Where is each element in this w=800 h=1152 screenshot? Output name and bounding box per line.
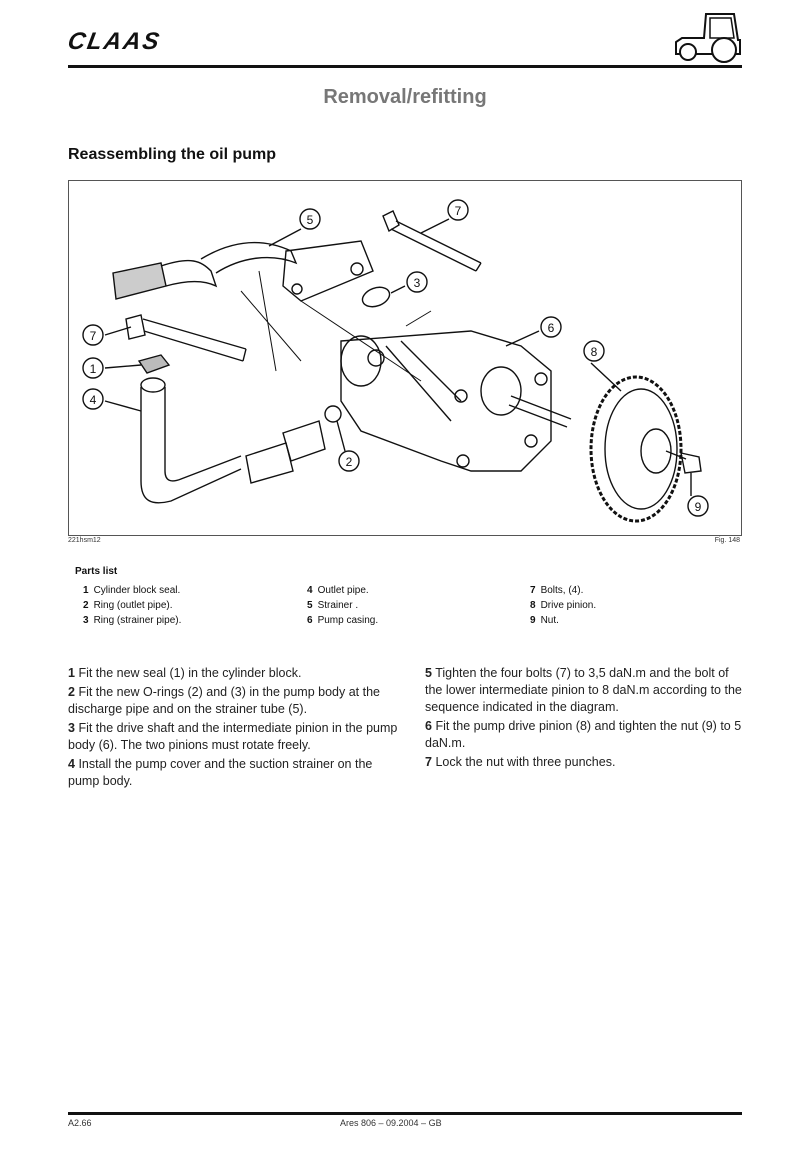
callout-label: 8 bbox=[591, 345, 598, 359]
step: 1 Fit the new seal (1) in the cylinder b… bbox=[68, 666, 302, 680]
step: 4 Install the pump cover and the suction… bbox=[68, 757, 373, 788]
step: 3 Fit the drive shaft and the intermedia… bbox=[68, 721, 398, 752]
claas-logo: CLAAS bbox=[65, 28, 164, 55]
bolt-drawing bbox=[125, 210, 482, 362]
outlet-pipe-drawing bbox=[140, 377, 342, 504]
callout-label: 2 bbox=[346, 455, 353, 469]
step: 2 Fit the new O-rings (2) and (3) in the… bbox=[68, 685, 380, 716]
step: 7 Lock the nut with three punches. bbox=[425, 755, 616, 769]
callout-label: 7 bbox=[455, 204, 462, 218]
step: 6 Fit the pump drive pinion (8) and tigh… bbox=[425, 719, 742, 750]
document-reference: Ares 806 – 09.2004 – GB bbox=[340, 1118, 442, 1128]
callout-2: 2 bbox=[338, 450, 360, 472]
callout-9: 9 bbox=[687, 495, 709, 517]
page-title: Removal/refitting bbox=[323, 86, 487, 108]
callout-5: 5 bbox=[299, 208, 321, 230]
callout-label: 4 bbox=[90, 393, 97, 407]
drive-pinion-drawing bbox=[589, 375, 702, 523]
instructions-left-column: 1 Fit the new seal (1) in the cylinder b… bbox=[68, 665, 398, 792]
parts-list-title: Parts list bbox=[75, 566, 118, 577]
callout-label: 1 bbox=[90, 362, 97, 376]
callout-label: 9 bbox=[695, 500, 702, 514]
callout-7b: 7 bbox=[82, 324, 104, 346]
tractor-icon bbox=[675, 13, 741, 63]
oil-pump-diagram: 5 7 3 7 6 8 1 4 2 9 bbox=[68, 180, 742, 536]
section-heading: Reassembling the oil pump bbox=[68, 146, 277, 163]
footer-rule bbox=[68, 1112, 742, 1115]
callout-label: 6 bbox=[548, 321, 555, 335]
callout-label: 5 bbox=[307, 213, 314, 227]
callout-3: 3 bbox=[406, 271, 428, 293]
strainer-drawing bbox=[112, 240, 374, 302]
callout-6: 6 bbox=[540, 316, 562, 338]
callout-label: 7 bbox=[90, 329, 97, 343]
pump-casing-drawing bbox=[340, 330, 572, 472]
figure-label: Fig. 148 bbox=[714, 537, 740, 544]
callout-1: 1 bbox=[82, 357, 104, 379]
callout-7a: 7 bbox=[447, 199, 469, 221]
step: 5 Tighten the four bolts (7) to 3,5 daN.… bbox=[425, 666, 742, 714]
callout-4: 4 bbox=[82, 388, 104, 410]
figure-ref-code: 221hsm12 bbox=[68, 537, 101, 544]
header-rule bbox=[68, 65, 742, 68]
instructions-right-column: 5 Tighten the four bolts (7) to 3,5 daN.… bbox=[425, 665, 745, 773]
callout-label: 3 bbox=[414, 276, 421, 290]
page-number: A2.66 bbox=[68, 1118, 92, 1128]
callout-8: 8 bbox=[583, 340, 605, 362]
exploded-view-drawing: 5 7 3 7 6 8 1 4 2 9 bbox=[82, 199, 709, 523]
